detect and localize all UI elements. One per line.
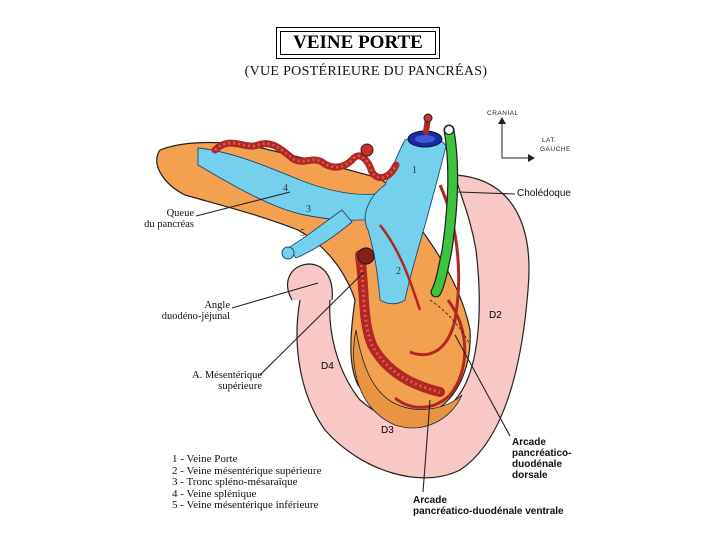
label-queue: Queue du pancréas <box>130 208 194 230</box>
leader-arcade-ventrale <box>422 399 431 493</box>
label-arcade-dorsale-line4: dorsale <box>512 470 548 481</box>
label-ams: A. Mésentérique supérieure <box>170 370 262 392</box>
label-queue-line2: du pancréas <box>144 219 194 230</box>
superior-mesenteric-artery-cut <box>357 247 375 265</box>
leader-queue <box>195 191 291 217</box>
orientation-lateral-2: GAUCHE <box>540 146 571 153</box>
splenic-artery-highlight <box>214 141 398 179</box>
label-angle: Angle duodéno-jéjunal <box>140 300 230 322</box>
orientation-lateral-1: LAT. <box>542 137 557 144</box>
legend-item: 1 - Veine Porte <box>172 453 238 465</box>
artery-branch-cut <box>360 143 374 157</box>
legend-item: 4 - Veine splénique <box>172 487 257 500</box>
legend: 1 - Veine Porte 2 - Veine mésentérique s… <box>172 453 322 512</box>
vein-number-4: 4 <box>283 183 288 194</box>
hidden-contour <box>429 299 471 346</box>
leader-angle <box>231 282 319 309</box>
leader-ams <box>259 271 365 376</box>
segment-d2: D2 <box>489 310 502 321</box>
leader-arcade-dorsale <box>454 334 511 437</box>
label-ams-line1: A. Mésentérique <box>192 370 262 381</box>
vein-number-1: 1 <box>412 165 417 176</box>
legend-item: 5 - Veine mésentérique inférieure <box>172 499 319 512</box>
inferior-mesenteric-vein-cut <box>281 246 295 260</box>
label-arcade-dorsale-line3: duodénale <box>512 459 563 470</box>
hepatic-artery-cut <box>423 113 433 123</box>
portal-vein <box>364 136 447 305</box>
label-arcade-dorsale: Arcade pancréatico- duodénale dorsale <box>512 437 571 481</box>
portal-vein-lumen <box>415 135 435 143</box>
arcade-branch <box>379 224 422 311</box>
label-arcade-ventrale-line1: Arcade <box>413 495 447 506</box>
label-angle-line2: duodéno-jéjunal <box>161 311 230 322</box>
jejunal-loop <box>287 263 333 301</box>
label-arcade-dorsale-line1: Arcade <box>512 437 546 448</box>
page-subtitle: (VUE POSTÉRIEURE DU PANCRÉAS) <box>244 64 488 79</box>
lateral-arrow-head <box>528 154 535 162</box>
label-queue-line1: Queue <box>166 208 194 219</box>
segment-d4: D4 <box>321 361 334 372</box>
bile-duct-cut <box>443 124 455 136</box>
bile-duct-fill <box>431 125 457 297</box>
superior-mesenteric-artery-highlight <box>358 254 441 394</box>
label-choledoque: Cholédoque <box>517 188 571 199</box>
segment-d3: D3 <box>381 425 394 436</box>
page-title: VEINE PORTE <box>276 27 440 59</box>
cranial-arrow-head <box>498 117 506 124</box>
vein-number-5: 5 <box>300 228 305 239</box>
legend-item: 3 - Tronc spléno-mésaraïque <box>172 476 298 489</box>
label-arcade-ventrale: Arcade pancréatico-duodénale ventrale <box>413 495 564 517</box>
label-angle-line1: Angle <box>204 300 230 311</box>
legend-item: 2 - Veine mésentérique supérieure <box>172 464 322 477</box>
vein-number-2: 2 <box>396 266 401 277</box>
label-arcade-dorsale-line2: pancréatico- <box>512 448 572 459</box>
label-arcade-ventrale-line2: pancréatico-duodénale ventrale <box>413 506 564 517</box>
inferior-mesenteric-vein <box>287 209 353 259</box>
vein-number-3: 3 <box>306 204 311 215</box>
label-ams-line2: supérieure <box>218 381 262 392</box>
orientation-cranial: CRANIAL <box>487 110 519 117</box>
pancreas-uncinate <box>353 329 463 429</box>
arcade-ventrale <box>394 299 467 409</box>
leader-choledoque <box>457 191 516 195</box>
